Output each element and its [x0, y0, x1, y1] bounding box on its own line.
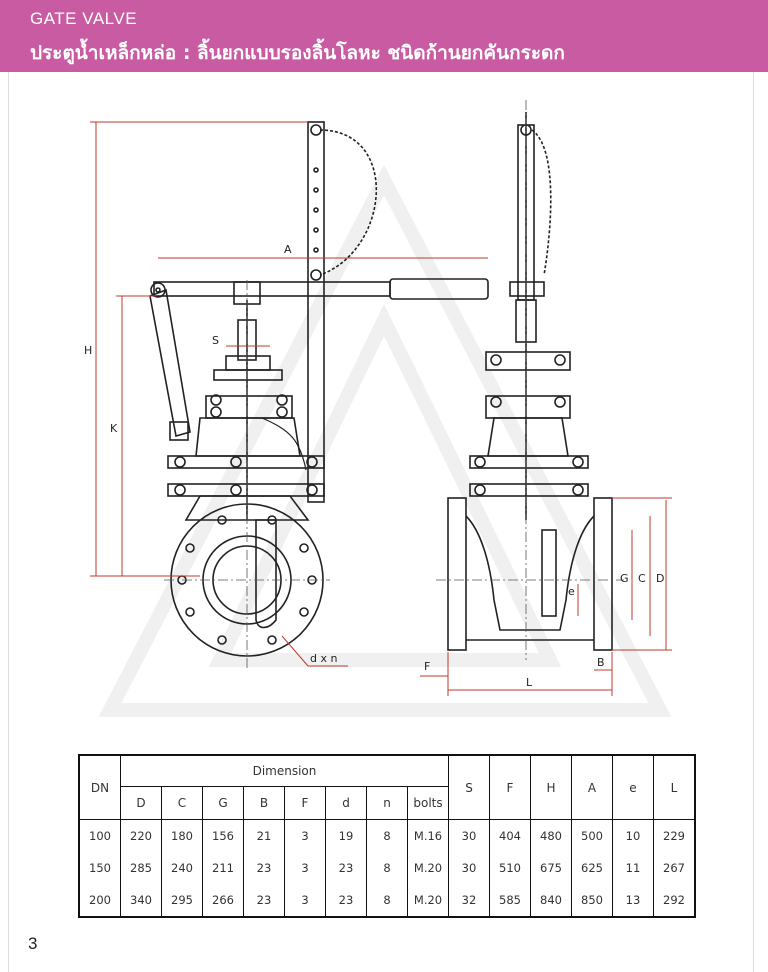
label-G: G: [620, 572, 629, 585]
chain: [319, 129, 378, 276]
header-title-en: GATE VALVE: [30, 9, 138, 28]
cell: 220: [120, 819, 162, 852]
table-row: 100 220 180 156 21 3 19 8 M.16 30 404 48…: [78, 819, 696, 852]
cell: 480: [530, 819, 572, 852]
handle-grip: [389, 278, 489, 300]
flange-circle: [170, 503, 324, 657]
cell: 180: [161, 819, 203, 852]
cell: 500: [571, 819, 613, 852]
page-body: [8, 72, 754, 972]
th-e: e: [612, 754, 654, 820]
cell: 11: [612, 852, 654, 884]
th-n: n: [366, 786, 408, 820]
cell: 510: [489, 852, 531, 884]
label-S: S: [212, 334, 219, 347]
cell: 585: [489, 884, 531, 918]
cell: 100: [78, 819, 121, 852]
vertical-lever: [307, 121, 325, 503]
label-B: B: [597, 656, 605, 669]
cell: 3: [284, 884, 326, 918]
label-D: D: [656, 572, 664, 585]
th-bolts: bolts: [407, 786, 449, 820]
label-K: K: [110, 422, 118, 435]
cell: 850: [571, 884, 613, 918]
th-G: G: [202, 786, 244, 820]
cell: 285: [120, 852, 162, 884]
cell: 10: [612, 819, 654, 852]
watermark-logo: [98, 164, 672, 717]
cell: 266: [202, 884, 244, 918]
th-D: D: [120, 786, 162, 820]
cell: 3: [284, 819, 326, 852]
cell: 150: [78, 852, 121, 884]
th-A: A: [571, 754, 613, 820]
cell: 23: [243, 852, 285, 884]
page-header: GATE VALVE ประตูน้ำเหล็กหล่อ : ลิ้นยกแบบ…: [0, 0, 768, 72]
th-F: F: [284, 786, 326, 820]
cell: 21: [243, 819, 285, 852]
cell: 23: [243, 884, 285, 918]
cell: 404: [489, 819, 531, 852]
dimension-table: DN Dimension S F H A e L D C G B F d n b…: [78, 754, 696, 918]
th-dimension: Dimension: [120, 754, 449, 787]
table-row: 200 340 295 266 23 3 23 8 M.20 32 585 84…: [78, 884, 696, 918]
label-e: e: [568, 585, 575, 598]
cell: M.20: [407, 884, 449, 918]
gate-valve-drawing: A H K S d x n F L B e G C D: [84, 100, 672, 717]
header-title-th: ประตูน้ำเหล็กหล่อ : ลิ้นยกแบบรองลิ้นโลหะ…: [30, 42, 565, 64]
cell: 675: [530, 852, 572, 884]
cell: 32: [448, 884, 490, 918]
th-d: d: [325, 786, 367, 820]
cell: 3: [284, 852, 326, 884]
cell: 211: [202, 852, 244, 884]
cell: 23: [325, 884, 367, 918]
cell: 840: [530, 884, 572, 918]
cell: 23: [325, 852, 367, 884]
cell: 8: [366, 884, 408, 918]
page-number: 3: [28, 934, 38, 953]
cell: 340: [120, 884, 162, 918]
th-S: S: [448, 754, 490, 820]
diagonal-link: [149, 288, 191, 438]
label-H: H: [84, 344, 92, 357]
cell: 19: [325, 819, 367, 852]
label-A: A: [284, 243, 292, 256]
cell: M.16: [407, 819, 449, 852]
cell: 200: [78, 884, 121, 918]
cell: 30: [448, 852, 490, 884]
th-B: B: [243, 786, 285, 820]
cell: 267: [653, 852, 696, 884]
cell: 240: [161, 852, 203, 884]
cell: 156: [202, 819, 244, 852]
cell: M.20: [407, 852, 449, 884]
label-C: C: [638, 572, 646, 585]
th-C: C: [161, 786, 203, 820]
label-F: F: [424, 660, 430, 673]
dimension-lines: [90, 121, 672, 696]
cell: 295: [161, 884, 203, 918]
cell: 13: [612, 884, 654, 918]
cell: 229: [653, 819, 696, 852]
table-row: 150 285 240 211 23 3 23 8 M.20 30 510 67…: [78, 852, 696, 884]
horizontal-handle: [153, 281, 391, 297]
label-L: L: [526, 676, 533, 689]
cell: 8: [366, 852, 408, 884]
th-dn: DN: [78, 754, 121, 820]
label-dxn: d x n: [310, 652, 337, 665]
cell: 292: [653, 884, 696, 918]
th-H: H: [530, 754, 572, 820]
th-F2: F: [489, 754, 531, 820]
cell: 8: [366, 819, 408, 852]
cell: 30: [448, 819, 490, 852]
th-L: L: [653, 754, 696, 820]
cell: 625: [571, 852, 613, 884]
